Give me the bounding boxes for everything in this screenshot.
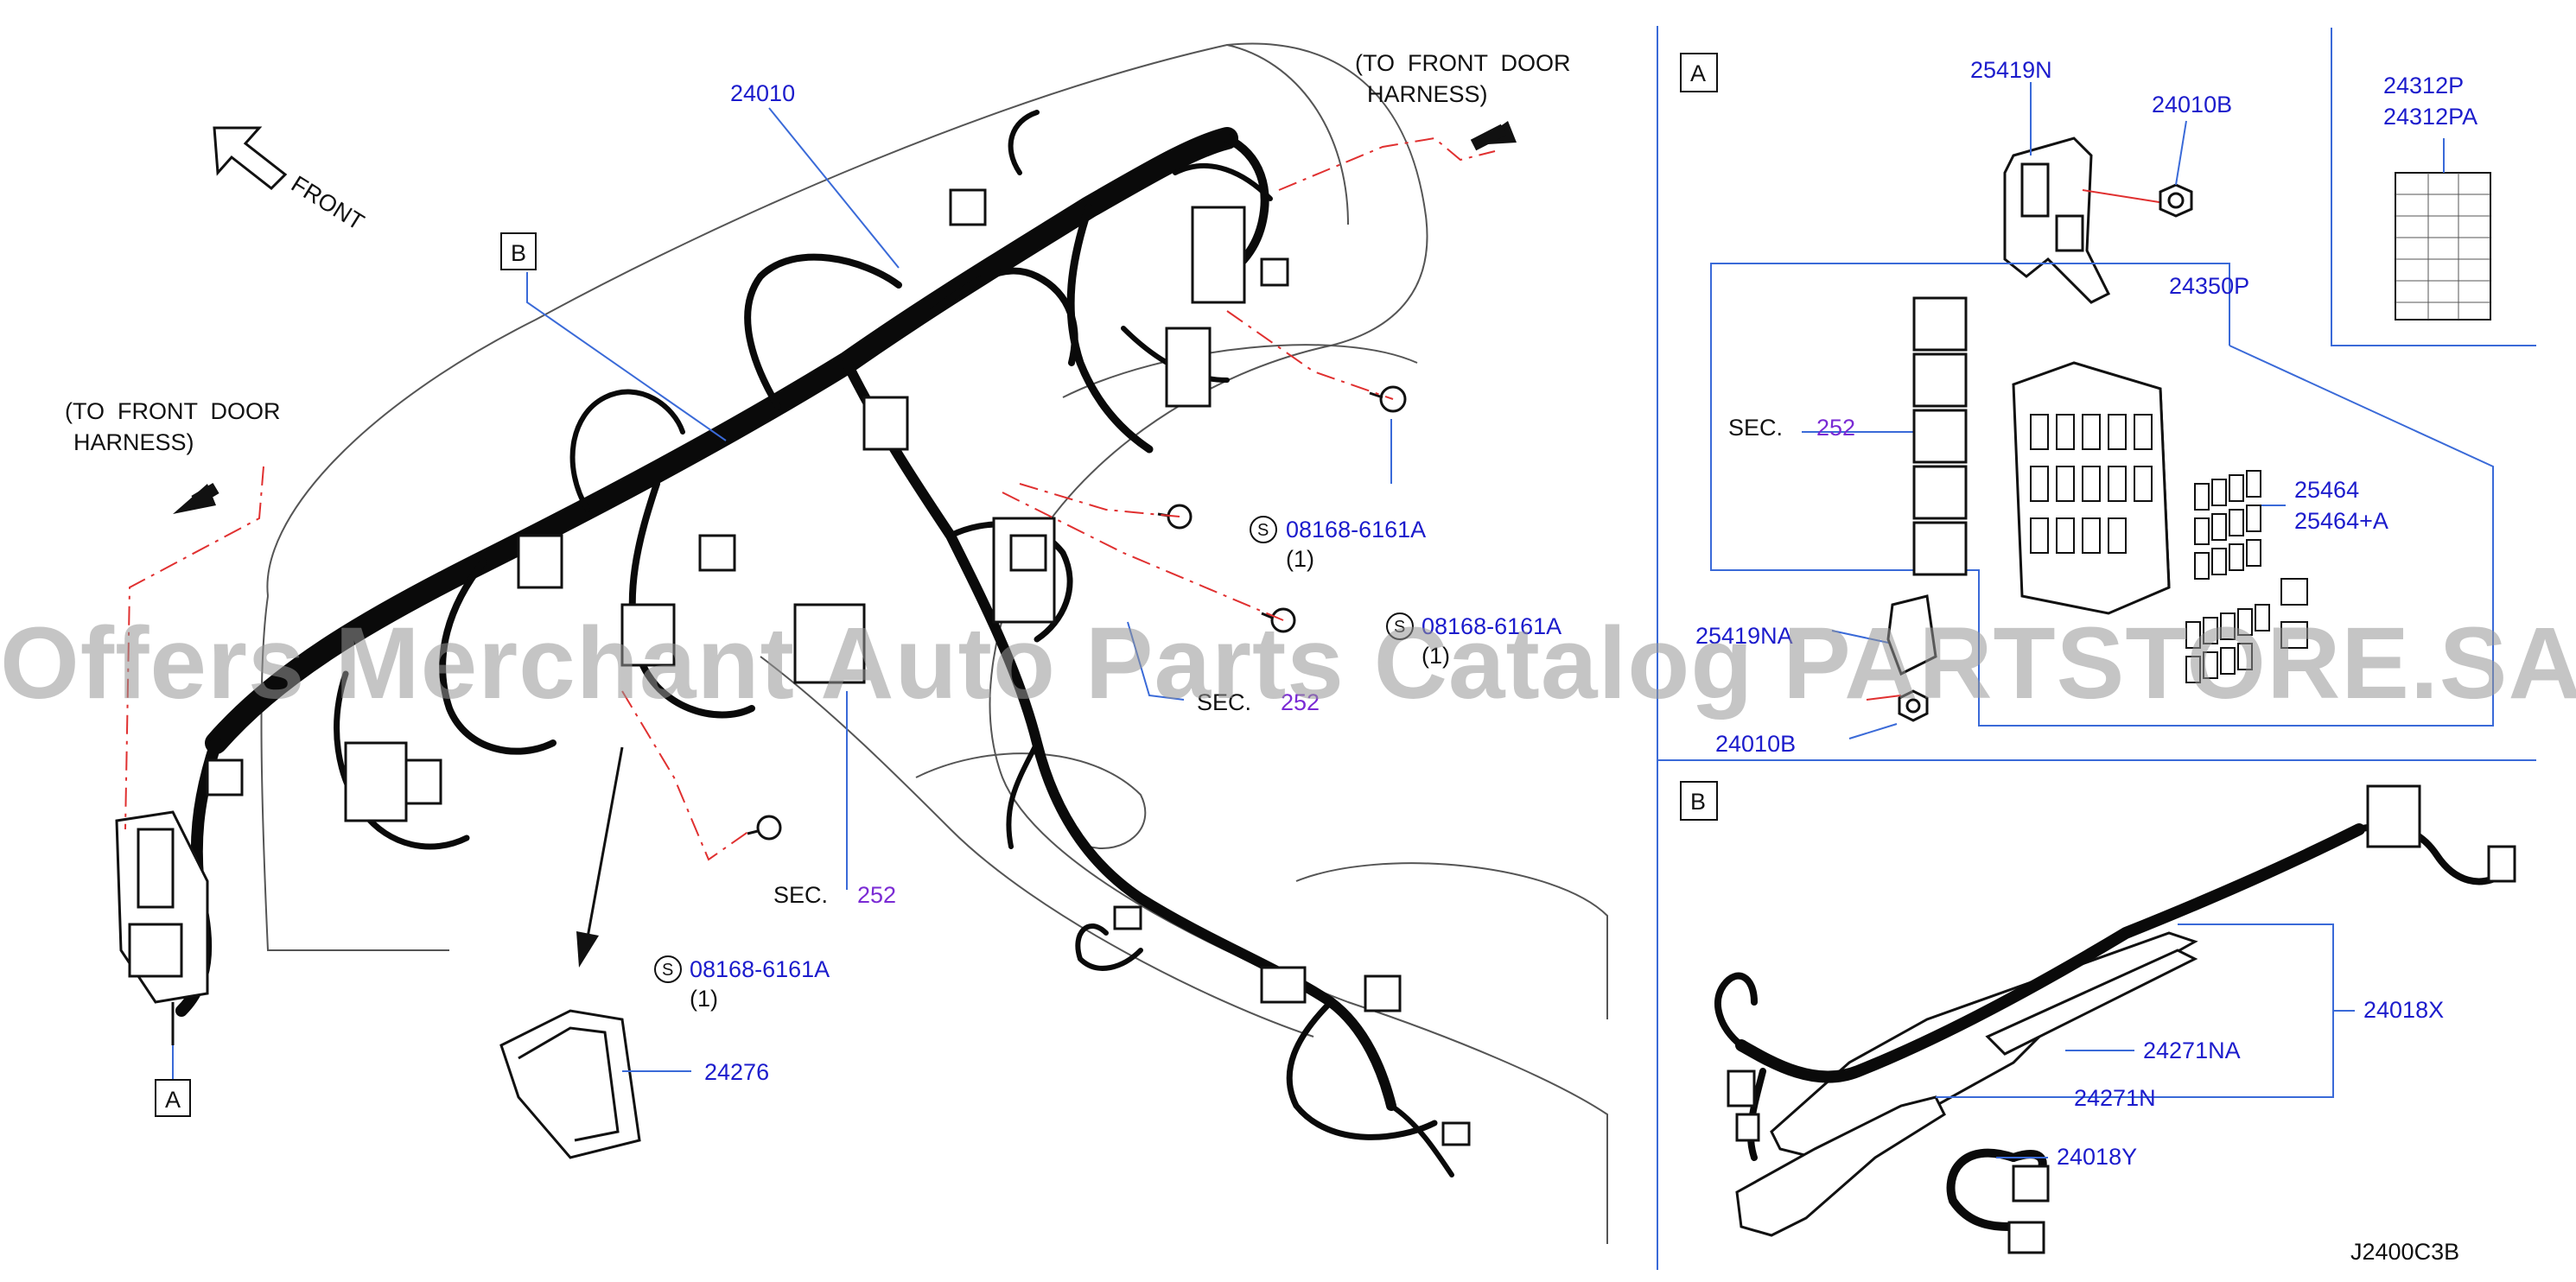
screw-qty-3: (1) <box>690 986 718 1012</box>
screw-qty-1: (1) <box>1286 546 1314 572</box>
part-24010-label[interactable]: 24010 <box>730 80 795 106</box>
part-24312p-label[interactable]: 24312P <box>2383 73 2464 98</box>
view-b-callout-letter: B <box>511 240 526 266</box>
screw-symbol-3 <box>654 955 682 983</box>
screw-part-1[interactable]: 08168-6161A <box>1286 517 1426 543</box>
sec-prefix-2: SEC. <box>773 882 828 908</box>
fuse-block <box>2012 361 2171 615</box>
view-b-header: B <box>1680 781 1718 821</box>
screw-symbol-2-letter: S <box>1394 618 1405 637</box>
view-a-header: A <box>1680 53 1718 92</box>
bracket-na-red-line <box>1866 695 1902 701</box>
arrow-right-icon <box>1470 121 1517 151</box>
sec-number-a[interactable]: 252 <box>1816 415 1855 441</box>
part-24276-label[interactable]: 24276 <box>704 1059 769 1085</box>
note-door-harness-right-1: (TO FRONT DOOR <box>1355 50 1571 76</box>
label-sticker <box>2395 172 2491 320</box>
junction-connector-a <box>115 810 209 1045</box>
bracket-red-line <box>2082 189 2166 204</box>
harness-24018y-connectors <box>2007 1165 2050 1254</box>
screw-symbol-2 <box>1386 612 1414 640</box>
part-25419na-label[interactable]: 25419NA <box>1695 623 1793 649</box>
bracket-part-a <box>2003 136 2111 304</box>
view-b-letter: B <box>1690 789 1706 815</box>
sec-number-2[interactable]: 252 <box>857 882 896 908</box>
screw-symbol-3-letter: S <box>662 961 673 980</box>
screw-part-3[interactable]: 08168-6161A <box>690 956 830 982</box>
view-a-callout-letter: A <box>165 1087 181 1113</box>
harness-24018x-connectors <box>1727 784 2516 1142</box>
note-door-harness-left-1: (TO FRONT DOOR <box>65 398 281 424</box>
screw-qty-2: (1) <box>1422 643 1450 669</box>
panel-dividers <box>1657 26 2536 1270</box>
part-25464-label[interactable]: 25464 <box>2294 477 2359 503</box>
dashboard-body <box>260 42 1608 1244</box>
screw-part-2[interactable]: 08168-6161A <box>1422 613 1562 639</box>
fuse-cover-part <box>499 1009 641 1159</box>
part-24018y-label[interactable]: 24018Y <box>2057 1144 2137 1170</box>
bolt-part-na <box>1898 689 1929 722</box>
view-a-callout[interactable]: A <box>155 1079 191 1117</box>
note-door-harness-right-2: HARNESS) <box>1367 81 1488 107</box>
part-24018x-label[interactable]: 24018X <box>2363 997 2444 1023</box>
front-arrow-icon <box>213 126 288 190</box>
reference-dash-lines <box>124 136 1496 861</box>
screw-symbol-1-letter: S <box>1257 521 1269 540</box>
leader-lines-view-b <box>1936 923 2355 1158</box>
part-25464a-label[interactable]: 25464+A <box>2294 508 2388 534</box>
bracket-part-na <box>1886 594 1937 676</box>
view-a-letter: A <box>1690 60 1706 86</box>
part-24312pa-label[interactable]: 24312PA <box>2383 104 2477 130</box>
pointer-arrow-icon <box>576 746 624 968</box>
screw-symbol-1 <box>1250 516 1277 543</box>
view-b-callout[interactable]: B <box>500 232 537 270</box>
leader-lines-view-a <box>1710 82 2494 739</box>
front-label: FRONT <box>287 171 369 236</box>
sec-prefix-a: SEC. <box>1728 415 1783 441</box>
diagram-code: J2400C3B <box>2350 1239 2459 1265</box>
part-24271na-label[interactable]: 24271NA <box>2143 1038 2241 1063</box>
harness-protectors <box>1735 931 2198 1237</box>
part-25419n-label[interactable]: 25419N <box>1970 57 2052 83</box>
part-24010b-label-top[interactable]: 24010B <box>2152 92 2232 117</box>
part-24271n-label[interactable]: 24271N <box>2074 1085 2156 1111</box>
relay-set <box>1912 296 1968 576</box>
leader-lines-main <box>172 107 1392 1080</box>
fuse-set <box>2185 470 2308 683</box>
arrow-left-icon <box>173 482 219 514</box>
bolt-part-a <box>2159 183 2193 218</box>
note-door-harness-left-2: HARNESS) <box>73 429 194 455</box>
sec-number-1[interactable]: 252 <box>1281 689 1320 715</box>
part-24010b-label-bottom[interactable]: 24010B <box>1715 731 1796 757</box>
harness-connectors <box>206 188 1471 1146</box>
sec-prefix-1: SEC. <box>1197 689 1251 715</box>
part-24350p-label[interactable]: 24350P <box>2169 273 2249 299</box>
